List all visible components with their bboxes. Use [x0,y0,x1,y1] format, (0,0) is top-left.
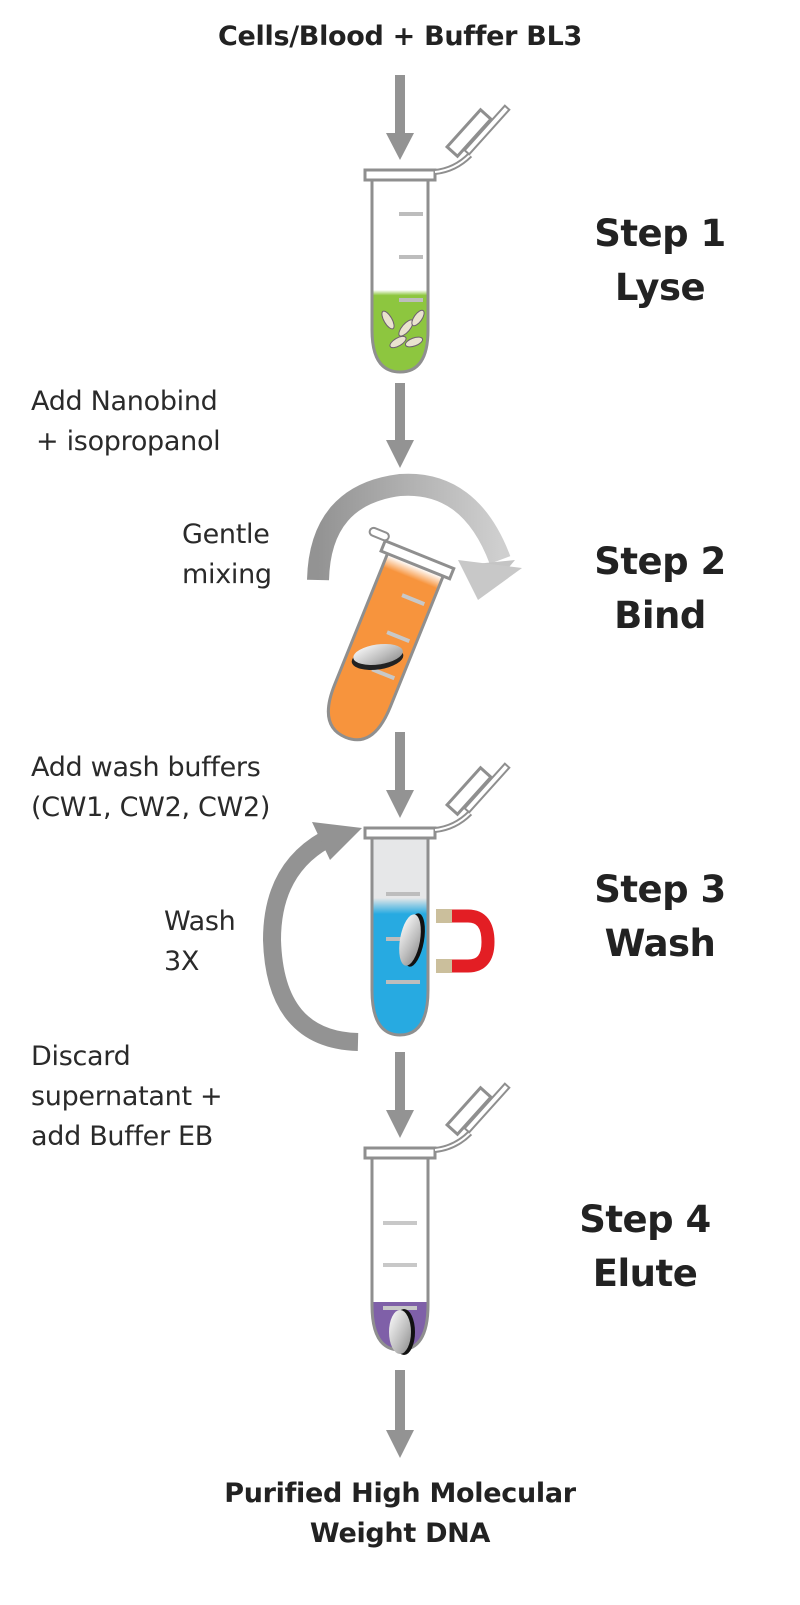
wash-note-line-1: Wash [164,906,236,937]
magnet-icon [436,909,495,973]
input-label: Cells/Blood + Buffer BL3 [218,21,582,52]
wash-loop-arrow-icon [262,822,362,1051]
mixing-arrow-icon [307,473,522,600]
step-1-name: Lyse [614,266,706,309]
tube-elute [363,1082,511,1355]
tube-lyse [363,104,511,374]
step-4-note-line-2: supernatant + [31,1081,223,1112]
step-3-note-line-2: (CW1, CW2, CW2) [31,792,271,823]
wash-note-line-2: 3X [164,946,200,977]
step-2-note-line-2: + isopropanol [36,426,221,457]
step-3-note-line-1: Add wash buffers [31,752,261,783]
step-2-number: Step 2 [594,540,726,583]
arrow-down-3 [386,732,414,818]
tube-wash [363,762,511,1037]
step-4-note-line-1: Discard [31,1041,131,1072]
mixing-note-line-2: mixing [182,559,272,590]
step-4-note-line-3: add Buffer EB [31,1121,214,1152]
cells-icon [381,309,425,349]
step-3-number: Step 3 [594,868,726,911]
output-label-line-2: Weight DNA [309,1518,491,1549]
mixing-note-line-1: Gentle [182,519,270,550]
arrow-down-4 [386,1052,414,1138]
output-label-line-1: Purified High Molecular [224,1478,576,1509]
tube-bind [326,526,456,742]
step-2-name: Bind [614,594,706,637]
step-2-note-line-1: Add Nanobind [31,386,218,417]
arrow-down-1 [386,75,414,160]
step-1-number: Step 1 [594,212,726,255]
arrow-down-2 [386,383,414,468]
arrow-down-5 [386,1370,414,1458]
nanobind-disk-icon [351,643,404,671]
step-4-number: Step 4 [579,1198,711,1241]
step-4-name: Elute [592,1252,698,1295]
nanobind-disk-icon [399,913,425,967]
nanobind-disk-icon [389,1309,415,1355]
step-3-name: Wash [604,922,716,965]
